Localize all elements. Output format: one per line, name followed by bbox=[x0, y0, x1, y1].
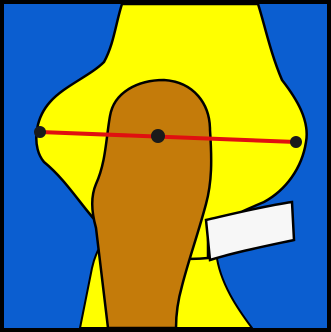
landmark-left-icon bbox=[34, 126, 46, 138]
landmark-right-icon bbox=[290, 136, 302, 148]
landmark-center-icon bbox=[151, 129, 165, 143]
